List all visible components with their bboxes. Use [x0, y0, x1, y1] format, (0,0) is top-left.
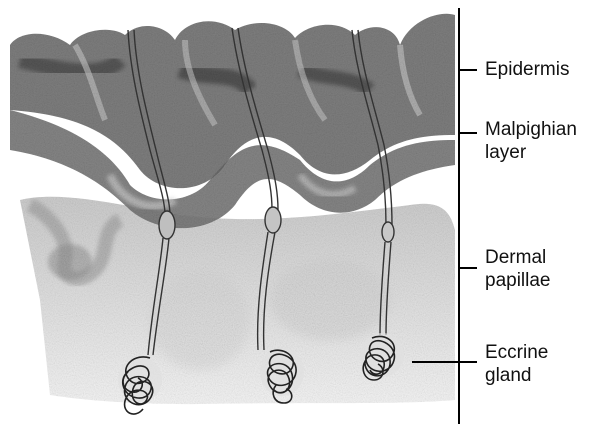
- label-eccrine-line-1: Eccrine: [485, 341, 548, 364]
- label-eccrine-line-2: gland: [485, 364, 548, 387]
- label-epidermis-line-1: Epidermis: [485, 58, 569, 81]
- label-dermal-papillae: Dermal papillae: [485, 246, 551, 292]
- label-malpighian-layer: Malpighian layer: [485, 118, 577, 164]
- label-epidermis: Epidermis: [485, 58, 569, 81]
- label-dermal-line-1: Dermal: [485, 246, 551, 269]
- eccrine-gland-1: [118, 357, 162, 414]
- label-dermal-line-2: papillae: [485, 269, 551, 292]
- label-malpighian-line-2: layer: [485, 141, 577, 164]
- label-eccrine-gland: Eccrine gland: [485, 341, 548, 387]
- label-malpighian-line-1: Malpighian: [485, 118, 577, 141]
